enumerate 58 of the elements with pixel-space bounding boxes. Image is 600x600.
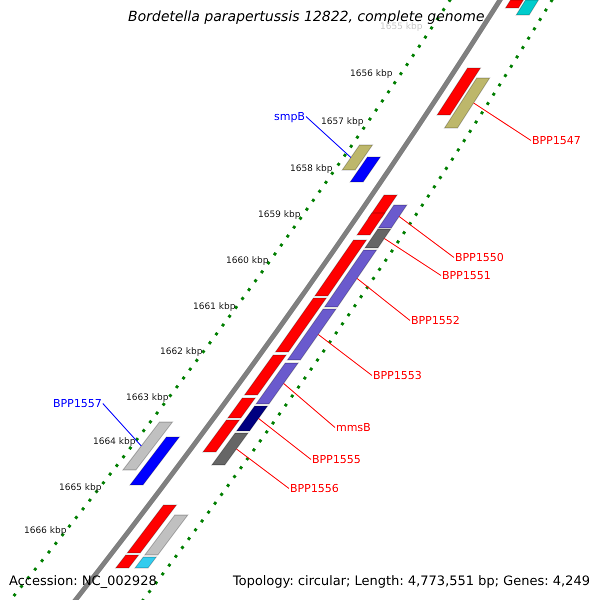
gene-bar [210,432,250,466]
tick-label: 1656 kbp [350,70,392,79]
tick-label: 1665 kbp [59,484,102,493]
gene-bar [364,228,392,248]
gene-bar [286,308,338,360]
leader-line [236,448,290,489]
genome-info-text: Topology: circular; Length: 4,773,551 bp; Genes: 4,249 [232,575,590,588]
leader-line [473,102,532,141]
gene-bar [244,354,288,396]
gene-bar [341,144,374,170]
gene-label: BPP1555 [312,454,361,465]
gene-bar [122,422,174,470]
tick-label: 1658 kbp [290,165,332,174]
leader-line [356,278,410,321]
gene-label: BPP1547 [532,135,581,146]
gene-label: BPP1556 [290,483,339,494]
tick-label: 1666 kbp [24,527,66,536]
gene-bar [114,554,140,568]
gene-bar [377,204,408,228]
gene-bar [255,362,300,404]
gene-label: BPP1551 [442,270,491,281]
gene-bar [144,514,189,556]
leader-line [398,216,454,258]
gene-bar [515,0,540,16]
gene-label: BPP1550 [455,252,504,263]
gene-bar [226,398,256,418]
gene-bar [444,78,491,128]
tick-label: 1660 kbp [226,257,268,266]
gene-bar [314,240,368,296]
leader-line [258,418,312,460]
gene-label: BPP1557 [53,398,102,409]
leader-line [102,403,142,446]
gene-bar [349,156,382,182]
tick-label: 1661 kbp [193,303,236,312]
tick-label: 1659 kbp [258,211,300,220]
gene-bar [504,0,524,8]
tick-label: 1662 kbp [160,348,202,357]
title: Bordetella parapertussis 12822, complete genome [128,10,484,24]
gene-label: mmsB [336,422,371,433]
gene-bar [202,420,240,452]
gene-bar [126,504,178,554]
gene-label: BPP1553 [373,370,422,381]
gene-bar [356,212,386,236]
leader-line [283,383,336,428]
gene-bar [134,556,158,568]
leader-line [384,238,442,276]
gene-bar [324,250,378,308]
gene-bar [274,298,328,352]
gene-label: smpB [274,111,305,122]
leader-line [305,116,352,158]
gene-bar [436,68,482,116]
accession-text: Accession: NC_002928 [9,575,157,588]
leader-line [318,334,372,376]
gene-label: BPP1552 [411,315,460,326]
tick-label: 1664 kbp [93,438,136,447]
tick-label: 1663 kbp [126,394,168,403]
gene-bar [236,406,269,432]
tick-label: 1657 kbp [321,118,364,127]
